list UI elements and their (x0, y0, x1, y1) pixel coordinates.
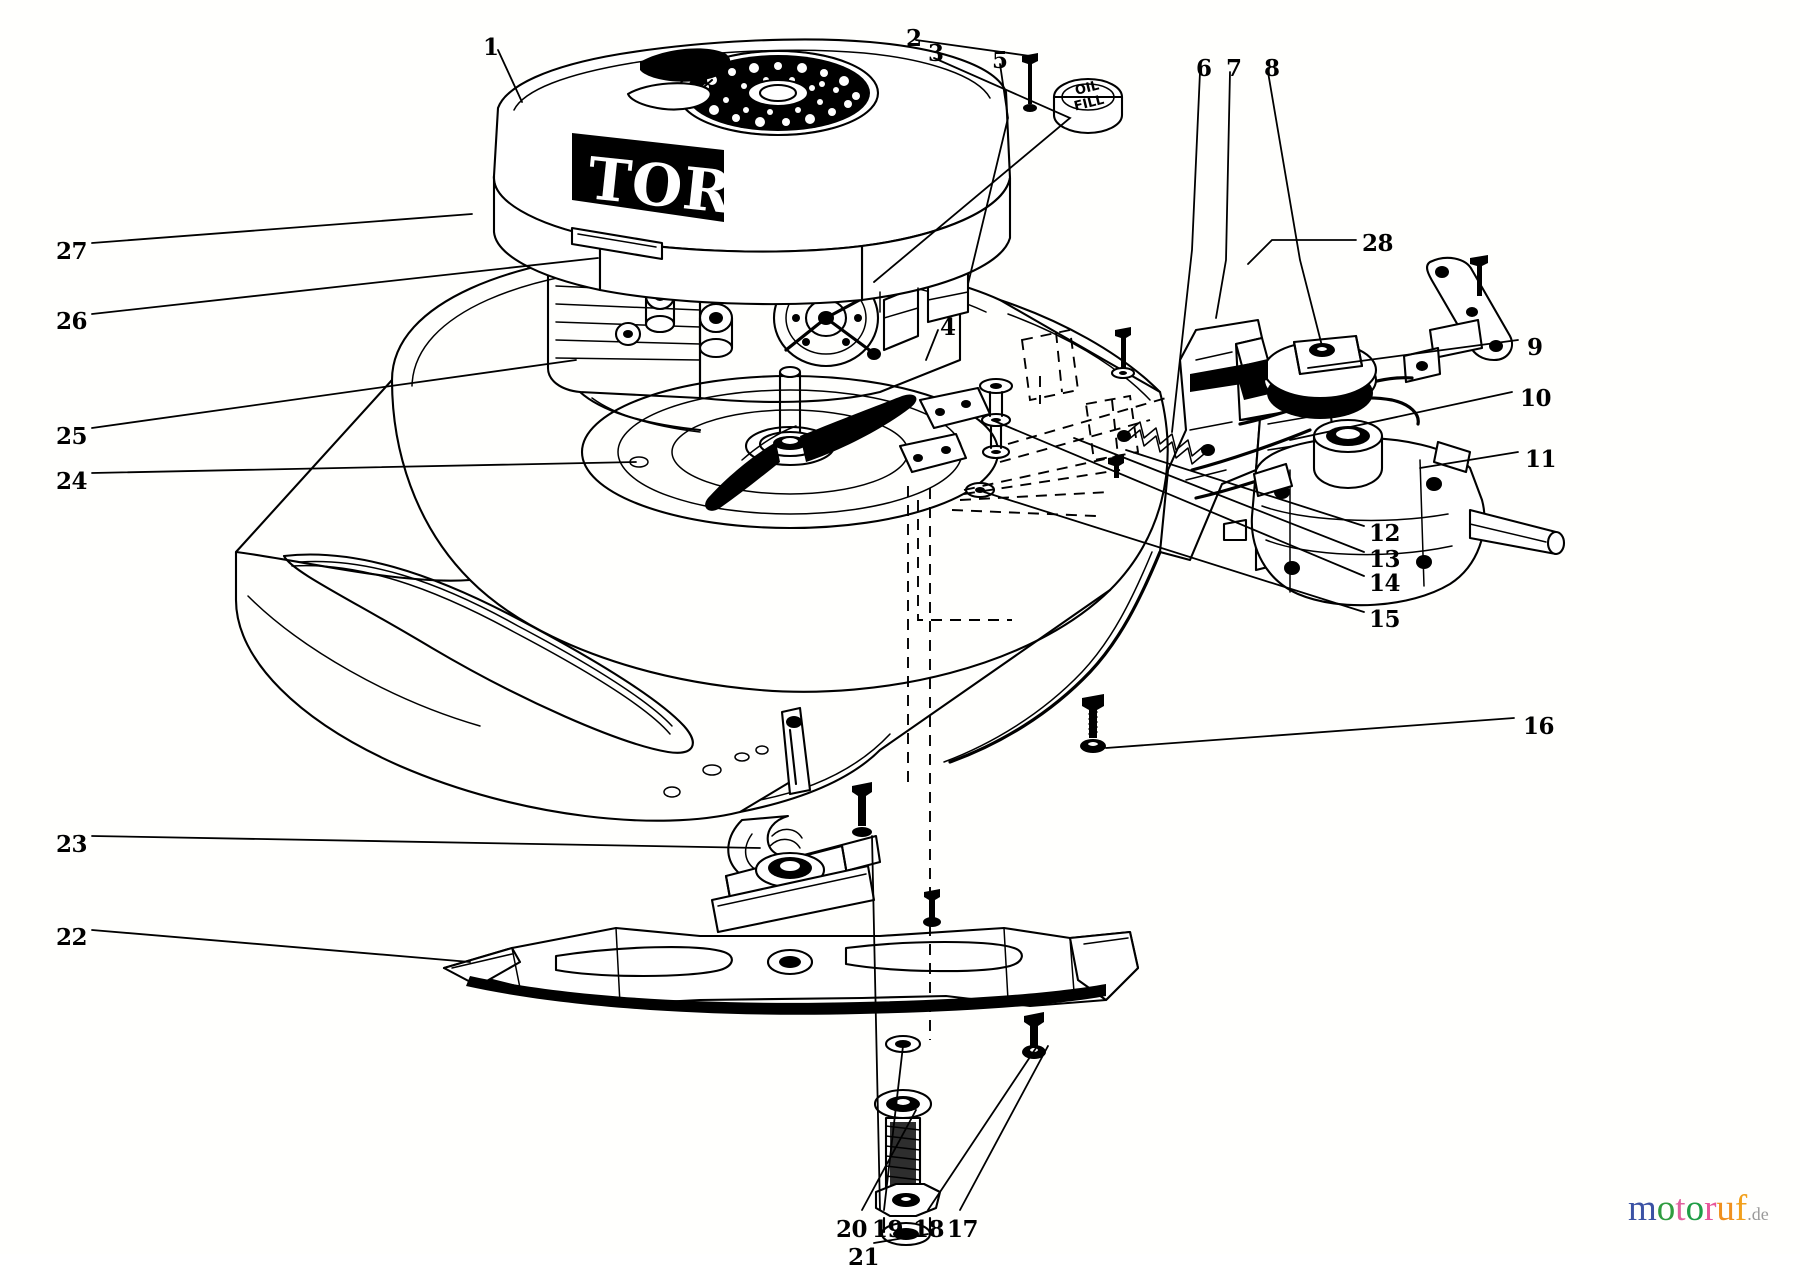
watermark-letter-o1: o (1656, 1188, 1676, 1229)
spring (1127, 421, 1205, 465)
watermark-letter-o2: o (1685, 1188, 1705, 1229)
mower-deck (234, 249, 1169, 822)
callout-number-2: 2 (906, 25, 922, 52)
callout-number-21: 21 (848, 1244, 880, 1271)
callout-number-13: 13 (1369, 546, 1401, 573)
callout-number-18: 18 (913, 1216, 945, 1243)
callout-number-23: 23 (56, 831, 88, 858)
callout-number-16: 16 (1523, 713, 1555, 740)
callout-number-28: 28 (1362, 230, 1394, 257)
oil-cap-text-fill: FILL (1073, 93, 1106, 115)
callout-number-14: 14 (1369, 570, 1401, 597)
callout-number-5: 5 (992, 47, 1008, 74)
watermark-letter-r: r (1704, 1188, 1717, 1229)
callout-number-15: 15 (1369, 606, 1401, 633)
callout-number-9: 9 (1527, 334, 1543, 361)
callout-number-24: 24 (56, 468, 88, 495)
deck-hardware (898, 327, 1140, 499)
blade-bolt-stack (873, 1034, 942, 1247)
oil-fill-cap: OIL FILL (1052, 77, 1124, 135)
transmission-gearbox (1222, 418, 1566, 607)
callout-number-1: 1 (483, 34, 499, 61)
watermark-letter-t: t (1675, 1188, 1686, 1229)
callout-number-7: 7 (1226, 55, 1242, 82)
blade-brake-bracket (710, 706, 1046, 1059)
callout-number-3: 3 (928, 40, 944, 67)
recoil-starter-grille (676, 49, 880, 137)
callout-number-20: 20 (836, 1216, 868, 1243)
motoruf-watermark: motoruf.de (1628, 1190, 1769, 1227)
callout-number-11: 11 (1525, 446, 1557, 473)
watermark-letter-f: f (1734, 1188, 1748, 1229)
callout-number-25: 25 (56, 423, 88, 450)
hidden-lines (907, 376, 1167, 1040)
callout-number-12: 12 (1369, 520, 1401, 547)
oil-cap-text-oil: OIL (1074, 78, 1101, 98)
watermark-letter-u: u (1716, 1188, 1735, 1229)
callout-number-17: 17 (947, 1216, 979, 1243)
screw-item-16 (1080, 694, 1106, 753)
callout-number-4: 4 (940, 314, 956, 341)
callout-number-10: 10 (1520, 385, 1552, 412)
screw-item-2 (1022, 53, 1038, 112)
watermark-letter-m: m (1628, 1188, 1657, 1229)
leader-lines (91, 39, 1519, 1244)
callout-number-8: 8 (1264, 55, 1280, 82)
carburetor-assembly (772, 268, 920, 368)
callout-number-6: 6 (1196, 55, 1212, 82)
callout-number-22: 22 (56, 924, 88, 951)
callout-number-26: 26 (56, 308, 88, 335)
callout-number-19: 19 (872, 1216, 904, 1243)
starter-handle (626, 48, 731, 111)
callout-number-27: 27 (56, 238, 88, 265)
drive-pulley (1190, 334, 1378, 419)
cutting-blade (442, 926, 1140, 1015)
engine-shroud: TORO (492, 38, 1012, 313)
deck-center-plate (580, 365, 1000, 530)
watermark-suffix: .de (1747, 1204, 1769, 1224)
